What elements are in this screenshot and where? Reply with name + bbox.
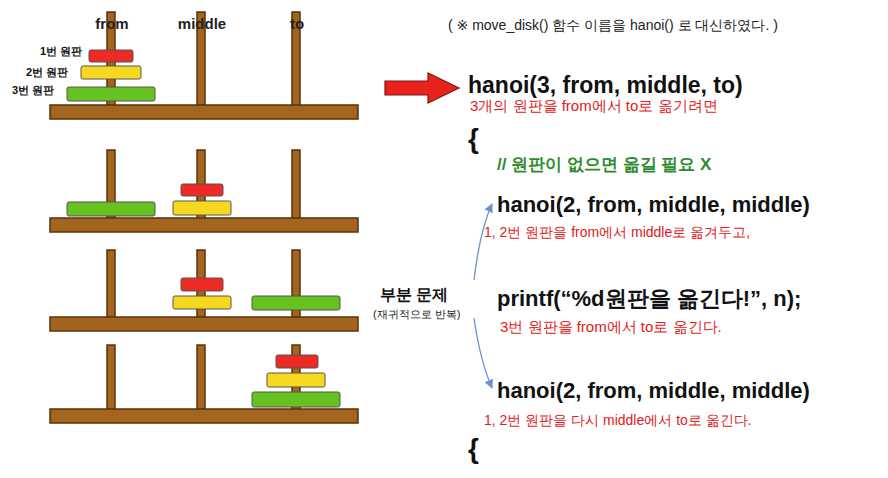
note: ( ※ move_disk() 함수 이름을 hanoi() 로 대신하였다. …	[448, 17, 778, 34]
red-block-arrow	[385, 73, 459, 103]
recursion-arrow-up	[474, 204, 492, 280]
shelf-row-2	[50, 150, 358, 232]
code-comment: 1, 2번 원판을 다시 middle에서 to로 옮긴다.	[484, 412, 752, 429]
subproblem-note: (재귀적으로 반복)	[373, 308, 460, 321]
code-line: printf(“%d원판을 옮긴다!”, n);	[497, 286, 801, 312]
shelf-row-4	[50, 345, 358, 423]
code-brace: {	[468, 122, 479, 156]
disk-label: 1번 원판	[40, 45, 82, 58]
code-comment: 1, 2번 원판을 from에서 middle로 옮겨두고,	[484, 224, 750, 241]
code-line: hanoi(2, from, middle, middle)	[497, 378, 810, 404]
shelf-row-3	[50, 250, 358, 331]
code-line: hanoi(2, from, middle, middle)	[497, 192, 810, 218]
peg-name: middle	[178, 15, 226, 33]
code-line: hanoi(3, from, middle, to)	[468, 72, 743, 100]
code-comment: // 원판이 없으면 옮길 필요 X	[497, 155, 711, 175]
peg-name: to	[290, 15, 304, 33]
subproblem-label: 부분 문제	[380, 285, 448, 304]
shelf-row-1	[50, 12, 358, 119]
code-comment: 3번 원판을 from에서 to로 옮긴다.	[500, 318, 722, 336]
recursion-arrow-down	[474, 318, 492, 388]
disk-label: 2번 원판	[26, 66, 68, 79]
disks-row-3	[173, 278, 340, 310]
disk-label: 3번 원판	[12, 84, 54, 97]
peg-name: from	[95, 15, 128, 33]
code-comment: 3개의 원판을 from에서 to로 옮기려면	[470, 97, 718, 115]
disks-row-4	[252, 355, 340, 407]
disks-row-2	[67, 184, 231, 216]
code-brace: {	[468, 432, 479, 466]
disks-row-1	[67, 50, 155, 101]
